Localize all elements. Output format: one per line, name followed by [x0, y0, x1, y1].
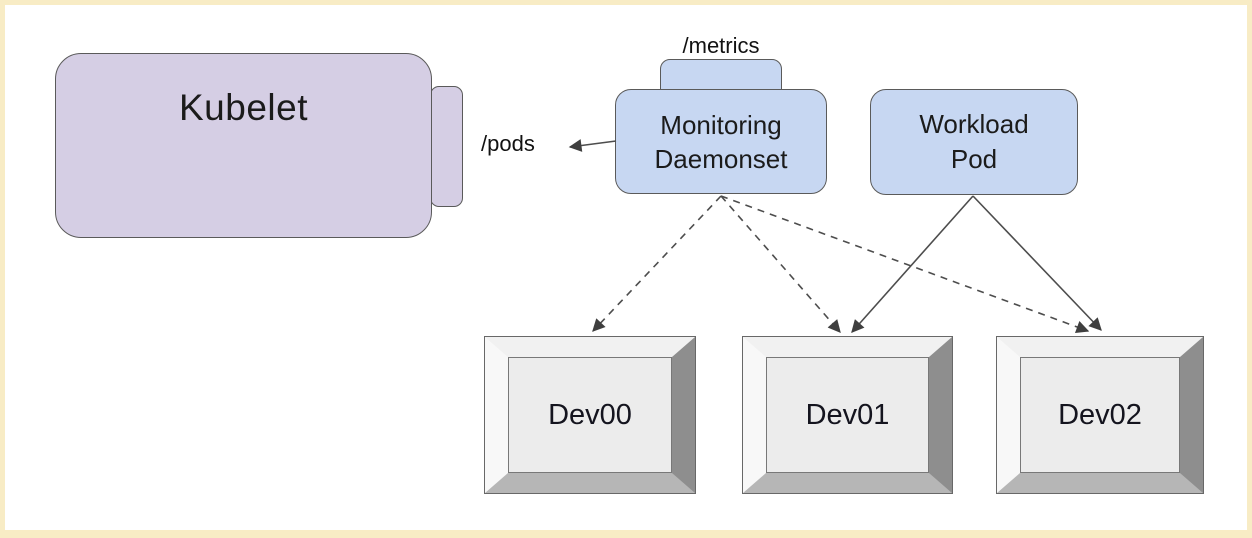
device-node-dev01: Dev01 [742, 336, 953, 494]
edge-workload_pod-to-dev01 [851, 195, 974, 333]
workload-pod-node: Workload Pod [870, 89, 1078, 195]
monitoring-daemonset-label: Monitoring Daemonset [655, 108, 788, 176]
device-face: Dev01 [766, 357, 929, 473]
dev01-label: Dev01 [805, 398, 890, 431]
device-face: Dev02 [1020, 357, 1180, 473]
edge-monitoring_daemonset-to-dev02 [720, 195, 1090, 334]
edge-workload_pod-to-dev02 [972, 195, 1102, 331]
workload-label-line1: Workload [919, 109, 1029, 139]
pods-endpoint-label: /pods [481, 131, 535, 156]
device-node-dev02: Dev02 [996, 336, 1204, 494]
monitoring-daemonset-node: Monitoring Daemonset [615, 89, 827, 194]
dev02-label: Dev02 [1058, 398, 1142, 431]
monitoring-label-line2: Daemonset [654, 143, 788, 174]
kubelet-label: Kubelet [179, 87, 308, 128]
device-face: Dev00 [508, 357, 672, 473]
edge-monitoring_daemonset-to-dev01 [720, 195, 841, 333]
workload-label-line2: Pod [950, 144, 998, 174]
kubelet-pods-tab-shape [430, 86, 463, 207]
dev00-label: Dev00 [548, 398, 632, 431]
kubelet-node: Kubelet [55, 53, 432, 238]
workload-pod-label: Workload Pod [919, 107, 1028, 177]
metrics-endpoint-label: /metrics [682, 33, 760, 58]
monitoring-label-line1: Monitoring [660, 109, 782, 140]
edge-monitoring_daemonset-to-kubelet_pods_endpoint [568, 139, 617, 152]
device-node-dev00: Dev00 [484, 336, 696, 494]
edge-monitoring_daemonset-to-dev00 [592, 195, 722, 332]
